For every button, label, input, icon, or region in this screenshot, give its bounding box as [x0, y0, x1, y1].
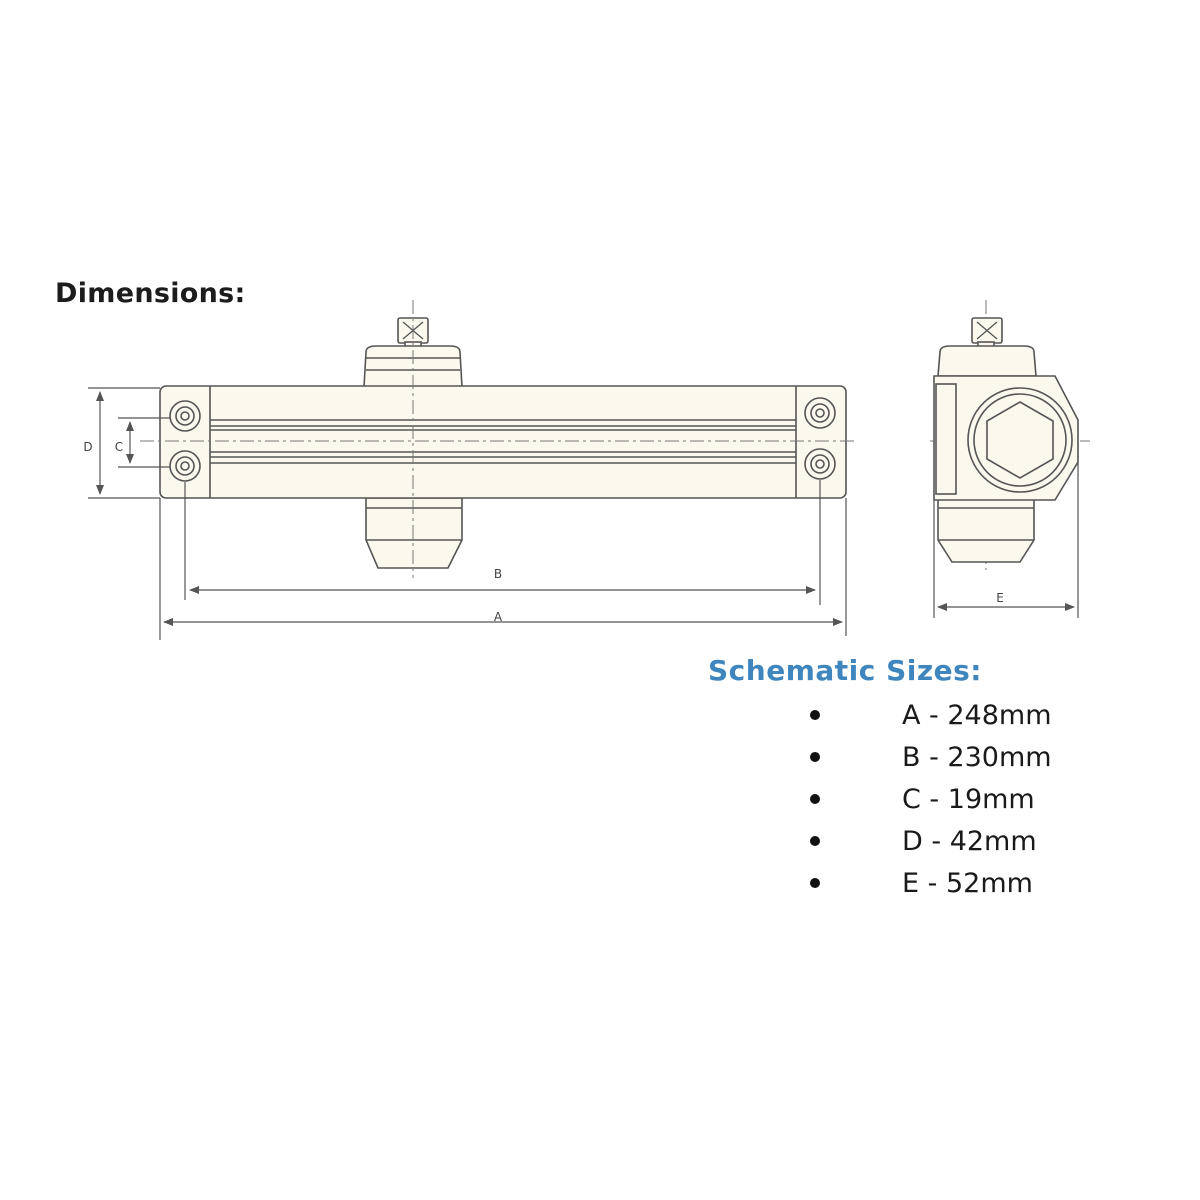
bullet-icon — [810, 794, 820, 804]
size-b: B - 230mm — [902, 741, 1052, 773]
size-e: E - 52mm — [902, 867, 1033, 899]
screw-hole-icon — [169, 397, 836, 482]
schematic-sizes-list: A - 248mm B - 230mm C - 19mm D - 42mm E … — [800, 694, 1052, 904]
list-item: D - 42mm — [800, 820, 1052, 862]
label-b: B — [494, 567, 502, 581]
side-top-housing — [937, 345, 1037, 377]
front-dimensions — [88, 387, 847, 640]
bullet-icon — [810, 710, 820, 720]
main-body — [159, 385, 847, 499]
label-e: E — [996, 591, 1004, 605]
list-item: C - 19mm — [800, 778, 1052, 820]
label-a: A — [494, 610, 503, 624]
schematic-sizes-title: Schematic Sizes: — [708, 654, 982, 687]
size-d: D - 42mm — [902, 825, 1037, 857]
front-view — [159, 317, 847, 569]
list-item: B - 230mm — [800, 736, 1052, 778]
side-view — [933, 317, 1079, 563]
size-a: A - 248mm — [902, 699, 1052, 731]
side-plate — [935, 383, 957, 495]
list-item: E - 52mm — [800, 862, 1052, 904]
hex-nut-icon — [986, 401, 1054, 479]
bullet-icon — [810, 752, 820, 762]
bullet-icon — [810, 836, 820, 846]
top-housing — [363, 345, 463, 388]
list-item: A - 248mm — [800, 694, 1052, 736]
size-c: C - 19mm — [902, 783, 1035, 815]
label-c: C — [115, 440, 123, 454]
side-dimensions — [933, 462, 1079, 618]
label-d: D — [83, 440, 92, 454]
body-grooves — [210, 419, 796, 464]
bullet-icon — [810, 878, 820, 888]
dimensions-heading: Dimensions: — [55, 278, 246, 309]
